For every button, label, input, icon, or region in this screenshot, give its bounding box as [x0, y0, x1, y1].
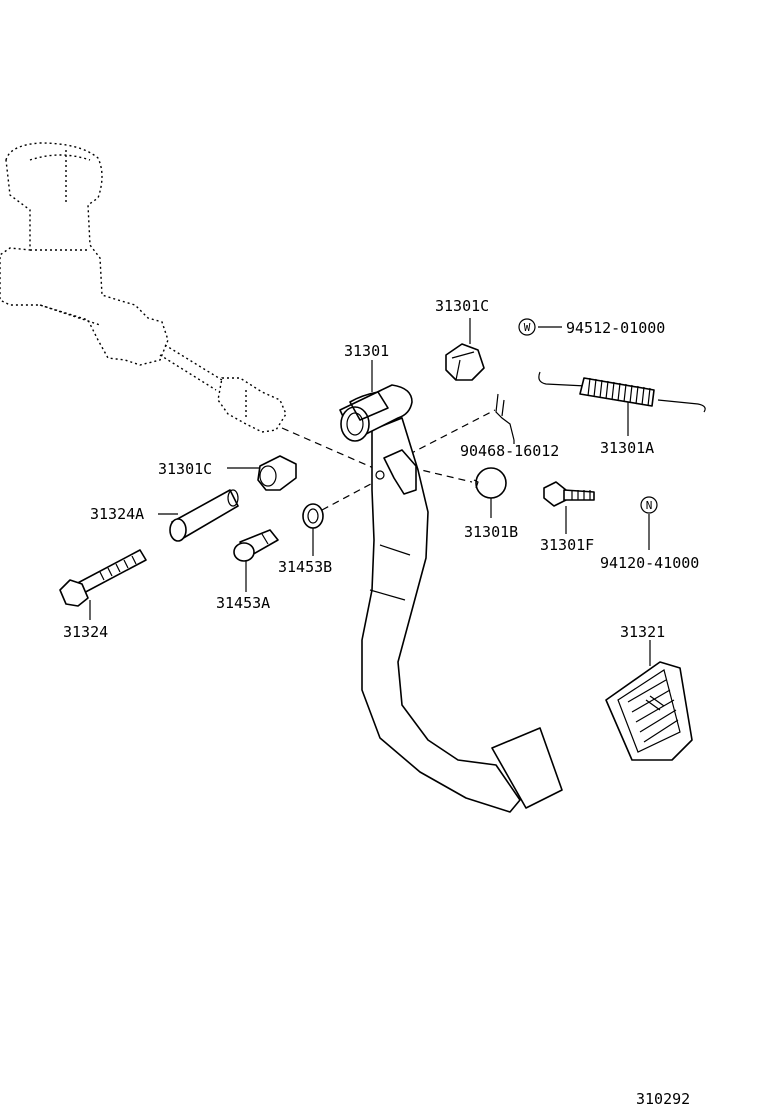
label-31301a: 31301A [600, 439, 654, 457]
label-31453b: 31453B [278, 558, 332, 576]
bolt-31301f [543, 481, 595, 507]
pedal-pad-31321 [605, 661, 693, 761]
washer-symbol-icon: W [518, 318, 536, 336]
stopper-31301b [473, 467, 507, 499]
label-31301c-left: 31301C [158, 460, 212, 478]
label-90468-16012: 90468-16012 [460, 442, 559, 460]
return-spring-31301a [538, 371, 706, 413]
label-31324: 31324 [63, 623, 108, 641]
clutch-pedal-arm [339, 384, 563, 813]
nut-symbol-icon: N [640, 496, 658, 514]
label-31321: 31321 [620, 623, 665, 641]
clip-90468 [495, 393, 515, 441]
label-94512-01000: 94512-01000 [566, 319, 665, 337]
label-31301f: 31301F [540, 536, 594, 554]
label-31453a: 31453A [216, 594, 270, 612]
collar-31324a [169, 489, 239, 542]
pin-31453a [233, 529, 279, 562]
bushing-31453b [302, 503, 324, 529]
diagram-id: 310292 [636, 1090, 690, 1108]
master-cylinder-illustration [0, 142, 287, 433]
washer-symbol-letter: W [524, 321, 531, 334]
label-94120-41000: 94120-41000 [600, 554, 699, 572]
assembly-line-clevis [281, 427, 379, 471]
label-31301b: 31301B [464, 523, 518, 541]
bushing-31301c-left [257, 455, 297, 491]
bolt-31324 [59, 549, 147, 607]
assembly-line-clip [397, 409, 496, 461]
label-31301c-top: 31301C [435, 297, 489, 315]
nut-symbol-letter: N [646, 499, 653, 512]
label-31301: 31301 [344, 342, 389, 360]
label-31324a: 31324A [90, 505, 144, 523]
bushing-31301c-top [445, 343, 485, 381]
